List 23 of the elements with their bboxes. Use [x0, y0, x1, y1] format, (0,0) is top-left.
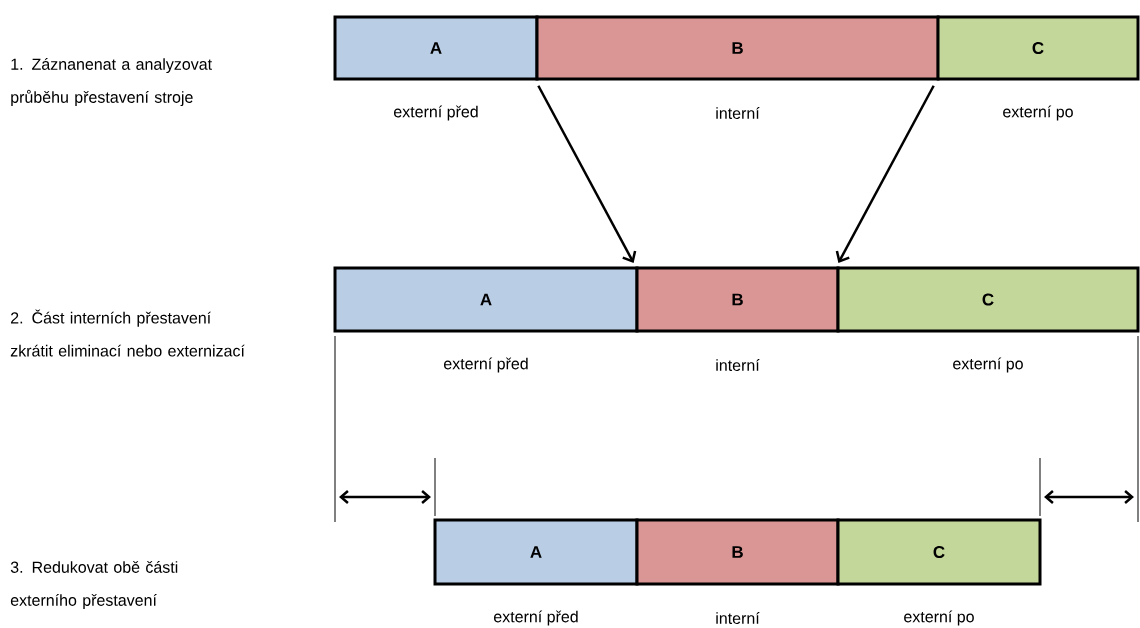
arrow [537, 85, 637, 263]
segment-caption: externí po [904, 610, 974, 626]
segment-caption: interní [716, 359, 760, 371]
step-text: 1. Záznanenat a analyzovat průběhu přestavení stroje [11, 57, 212, 107]
segment-box: B [635, 266, 840, 333]
segment-box: C [936, 15, 1140, 81]
arrow [835, 85, 935, 263]
segment-caption: externí před [494, 610, 578, 626]
segment-box: C [836, 518, 1042, 586]
segment-box: C [836, 266, 1140, 333]
segment-box: A [333, 15, 539, 81]
step-text: 2. Část interních přestavení zkrátit eliminací nebo externizací [10, 309, 245, 357]
segment-box: A [433, 518, 639, 586]
segment-box: B [635, 518, 840, 586]
segment-caption: externí po [953, 357, 1023, 373]
segment-box: A [333, 266, 639, 333]
segment-box: B [535, 15, 940, 81]
segment-caption: interní [716, 612, 760, 624]
step-text: 3. Redukovat obě části externího přestavení [10, 560, 178, 610]
segment-caption: externí před [394, 105, 478, 121]
segment-caption: externí před [444, 357, 528, 373]
segment-caption: interní [716, 107, 760, 119]
segment-caption: externí po [1003, 105, 1073, 121]
